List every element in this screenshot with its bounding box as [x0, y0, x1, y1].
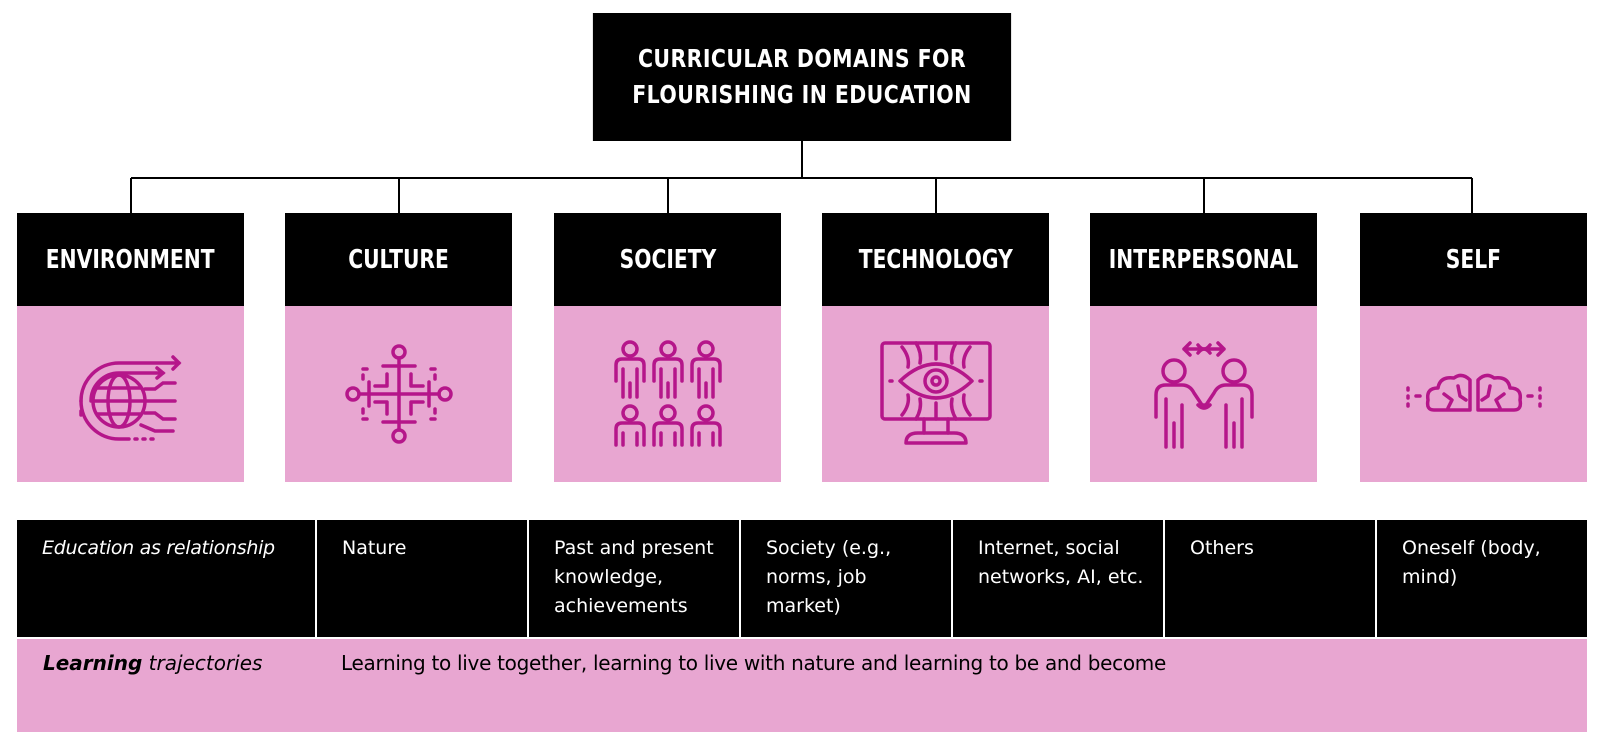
domain-icon-panel	[1360, 306, 1587, 482]
trajectories-label-rest: trajectories	[142, 651, 263, 675]
relationship-item-oneself: Oneself (body, mind)	[1375, 520, 1587, 637]
domain-header: CULTURE	[285, 213, 512, 306]
people-group-icon	[613, 340, 722, 447]
culture-cross-icon	[344, 344, 453, 444]
domain-name: SELF	[1445, 244, 1502, 275]
trajectories-label-bold: Learning	[43, 651, 143, 675]
domain-name: ENVIRONMENT	[46, 244, 215, 275]
relationship-item-society: Society (e.g., norms, job market)	[739, 520, 951, 637]
domain-self: SELF	[1360, 213, 1587, 482]
domain-interpersonal: INTERPERSONAL	[1090, 213, 1317, 482]
domain-icon-panel	[554, 306, 781, 482]
brain-icon	[1405, 373, 1542, 412]
domain-header: SOCIETY	[554, 213, 781, 306]
relationship-row: Education as relationship Nature Past an…	[17, 520, 1587, 637]
domain-icon-panel	[822, 306, 1049, 482]
domain-icon-panel	[1090, 306, 1317, 482]
diagram-title: CURRICULAR DOMAINS FOR FLOURISHING IN ED…	[632, 44, 972, 109]
domain-technology: TECHNOLOGY	[822, 213, 1049, 482]
relationship-item-nature: Nature	[315, 520, 527, 637]
domain-icon-panel	[285, 306, 512, 482]
domain-header: SELF	[1360, 213, 1587, 306]
globe-icon	[78, 355, 181, 441]
relationship-item-knowledge: Past and present knowledge, achievements	[527, 520, 739, 637]
domain-name: SOCIETY	[619, 244, 716, 275]
domain-icon-panel	[17, 306, 244, 482]
domain-name: TECHNOLOGY	[858, 244, 1013, 275]
domain-header: ENVIRONMENT	[17, 213, 244, 306]
relationship-label: Education as relationship	[42, 537, 275, 559]
handshake-icon	[1153, 341, 1254, 449]
domain-name: CULTURE	[348, 244, 449, 275]
monitor-eye-icon	[879, 341, 992, 445]
relationship-item-internet: Internet, social networks, AI, etc.	[951, 520, 1163, 637]
domain-name: INTERPERSONAL	[1108, 244, 1299, 275]
root-title-box: CURRICULAR DOMAINS FOR FLOURISHING IN ED…	[592, 13, 1012, 141]
domain-header: INTERPERSONAL	[1090, 213, 1317, 306]
domain-society: SOCIETY	[554, 213, 781, 482]
trajectories-row: Learning trajectories Learning to live t…	[17, 639, 1587, 732]
domain-environment: ENVIRONMENT	[17, 213, 244, 482]
domain-culture: CULTURE	[285, 213, 512, 482]
domain-header: TECHNOLOGY	[822, 213, 1049, 306]
trajectories-text: Learning to live together, learning to l…	[341, 651, 1166, 675]
relationship-item-others: Others	[1163, 520, 1375, 637]
trajectories-label: Learning trajectories	[43, 649, 262, 677]
